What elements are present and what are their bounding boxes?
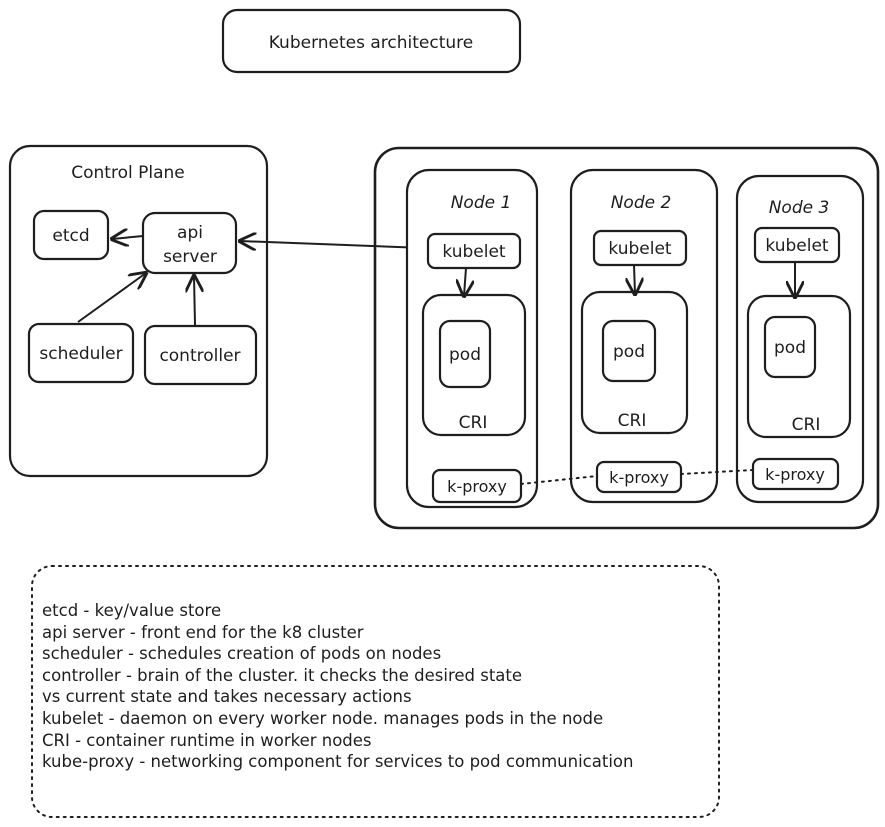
legend-line-cri: CRI - container runtime in worker nodes <box>42 730 372 750</box>
node-3-label: Node 3 <box>769 198 830 218</box>
legend-frame <box>31 565 720 818</box>
node-1-pod-label: pod <box>449 345 481 365</box>
title-box: Kubernetes architecture <box>221 8 522 74</box>
api-server-label-line1: api <box>177 223 203 243</box>
node-1-cri-label: CRI <box>459 413 488 433</box>
control-plane-label: Control Plane <box>71 163 184 183</box>
node-3: Node 3 kubelet pod CRI k-proxy <box>735 174 865 504</box>
node-3-pod-label: pod <box>774 338 806 358</box>
node-1: Node 1 kubelet pod CRI k-proxy <box>405 168 539 509</box>
node-2-kproxy-box <box>595 460 683 494</box>
api-server-box: api server <box>141 211 238 275</box>
api-kubelet-arrow <box>240 241 424 248</box>
node-1-kubelet-to-pod-arrow <box>464 267 466 296</box>
node-3-cri-label: CRI <box>792 415 821 435</box>
legend-line-controller: controller - brain of the cluster. it ch… <box>42 665 523 685</box>
node-2-pod-box <box>601 319 657 383</box>
node-1-kproxy-label: k-proxy <box>447 477 507 496</box>
node-2-kubelet-label: kubelet <box>608 239 672 259</box>
controller-box: controller <box>143 324 258 386</box>
node-2-kubelet-to-pod-arrow <box>634 264 635 294</box>
scheduler-to-api-arrow <box>77 273 146 323</box>
node-2-label: Node 2 <box>611 193 672 213</box>
legend-line-scheduler: scheduler - schedules creation of pods o… <box>42 644 442 664</box>
node-1-kproxy-box <box>431 468 523 504</box>
diagram-title: Kubernetes architecture <box>269 33 474 53</box>
etcd-label: etcd <box>52 226 89 246</box>
node-3-kubelet-label: kubelet <box>765 236 829 256</box>
legend-line-api-server: api server - front end for the k8 cluste… <box>42 622 364 642</box>
kproxy-link-2-3 <box>680 469 754 475</box>
legend-line-etcd: etcd - key/value store <box>42 601 222 620</box>
node-1-kubelet-box <box>426 232 522 270</box>
control-plane-container: Control Plane <box>8 144 269 478</box>
node-1-label: Node 1 <box>451 193 512 213</box>
node-2-kproxy-label: k-proxy <box>609 468 669 487</box>
node-3-kproxy-box <box>751 457 840 491</box>
legend-text: etcd - key/value store api server - fron… <box>42 600 732 773</box>
scheduler-box: scheduler <box>27 322 135 384</box>
api-to-etcd-arrow <box>112 236 144 239</box>
kproxy-link-1-2 <box>520 475 598 485</box>
scheduler-label: scheduler <box>39 344 122 364</box>
legend-line-kubelet: kubelet - daemon on every worker node. m… <box>42 708 604 728</box>
node-3-pod-box <box>763 315 817 379</box>
node-2-kubelet-box <box>592 229 688 267</box>
controller-to-api-arrow <box>194 276 195 326</box>
node-2: Node 2 kubelet pod CRI k-proxy <box>569 168 719 504</box>
node-1-pod-box <box>438 319 492 389</box>
node-3-kproxy-label: k-proxy <box>765 465 825 484</box>
node-3-kubelet-box <box>753 226 841 264</box>
node-2-pod-label: pod <box>613 342 645 362</box>
api-server-label-line2: server <box>163 247 217 267</box>
node-2-cri-label: CRI <box>618 411 647 431</box>
etcd-box: etcd <box>32 209 110 261</box>
node-1-kubelet-label: kubelet <box>442 242 506 262</box>
worker-cluster-container <box>373 146 880 530</box>
legend-line-kube-proxy: kube-proxy - networking component for se… <box>42 752 634 772</box>
legend-line-controller-cont: vs current state and takes necessary act… <box>42 687 412 707</box>
controller-label: controller <box>159 346 240 366</box>
